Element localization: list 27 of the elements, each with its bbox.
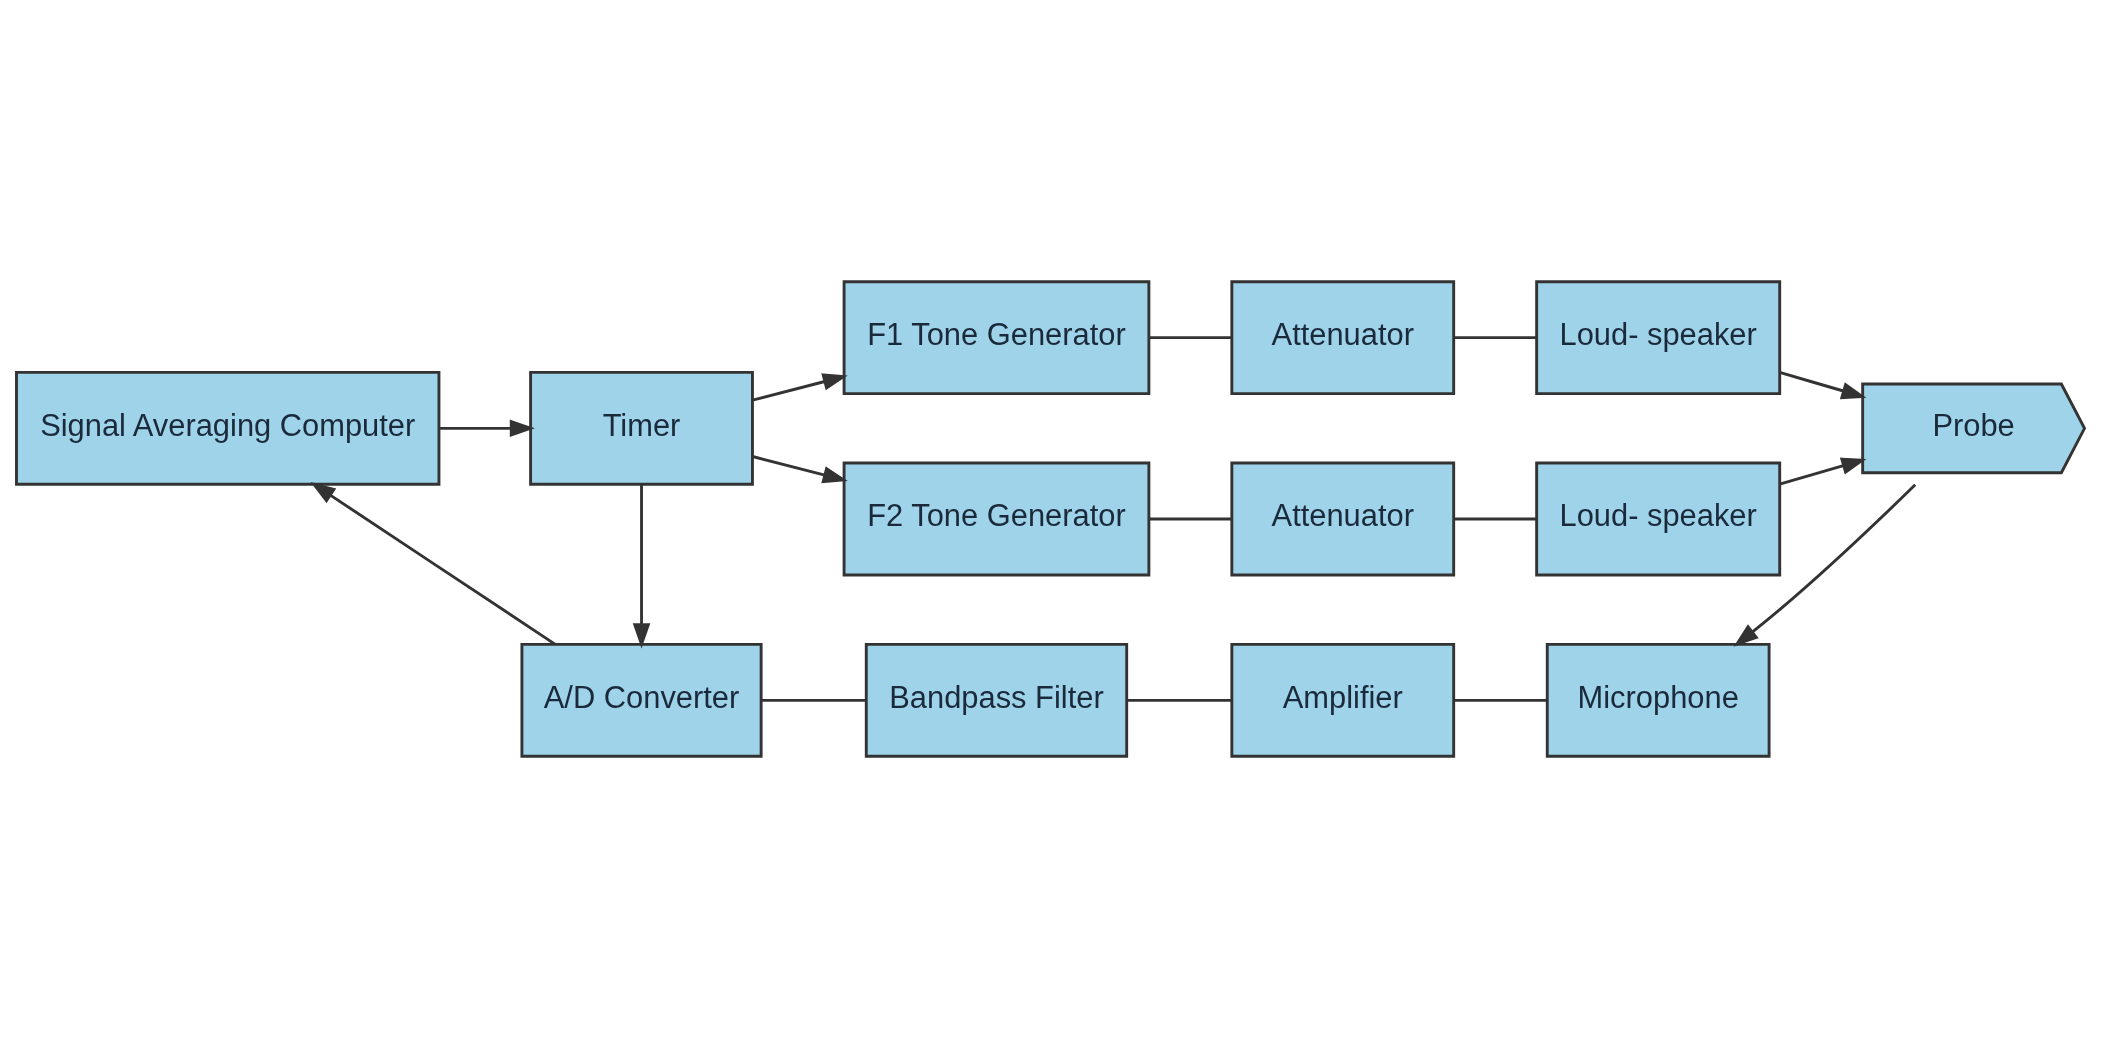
arrow [439, 419, 535, 437]
node-box: Signal Averaging Computer [15, 370, 441, 486]
connector [761, 698, 867, 702]
arrow [1780, 457, 1867, 485]
node-box: Attenuator [1230, 279, 1456, 395]
arrow [752, 454, 848, 483]
arrow [632, 484, 651, 648]
connector [1126, 698, 1232, 702]
node-box: F1 Tone Generator [842, 279, 1151, 395]
node-box: Microphone [1545, 642, 1771, 758]
node-box: Amplifier [1230, 642, 1456, 758]
arrow [752, 372, 848, 402]
arrow [310, 481, 557, 646]
node-box: Attenuator [1230, 461, 1456, 576]
arrow [1733, 483, 1917, 647]
connector [1149, 335, 1232, 339]
node-box: Timer [529, 370, 754, 486]
node-box: Bandpass Filter [864, 642, 1129, 758]
connector [1454, 517, 1537, 520]
node-box: F2 Tone Generator [842, 461, 1151, 576]
node-box: Loud- speaker [1535, 279, 1782, 395]
node-box: A/D Converter [520, 642, 763, 758]
node-box: Loud- speaker [1535, 461, 1782, 576]
connector [1149, 517, 1232, 520]
arrow [1780, 370, 1867, 399]
connector [1454, 335, 1537, 339]
connector [1454, 698, 1547, 702]
